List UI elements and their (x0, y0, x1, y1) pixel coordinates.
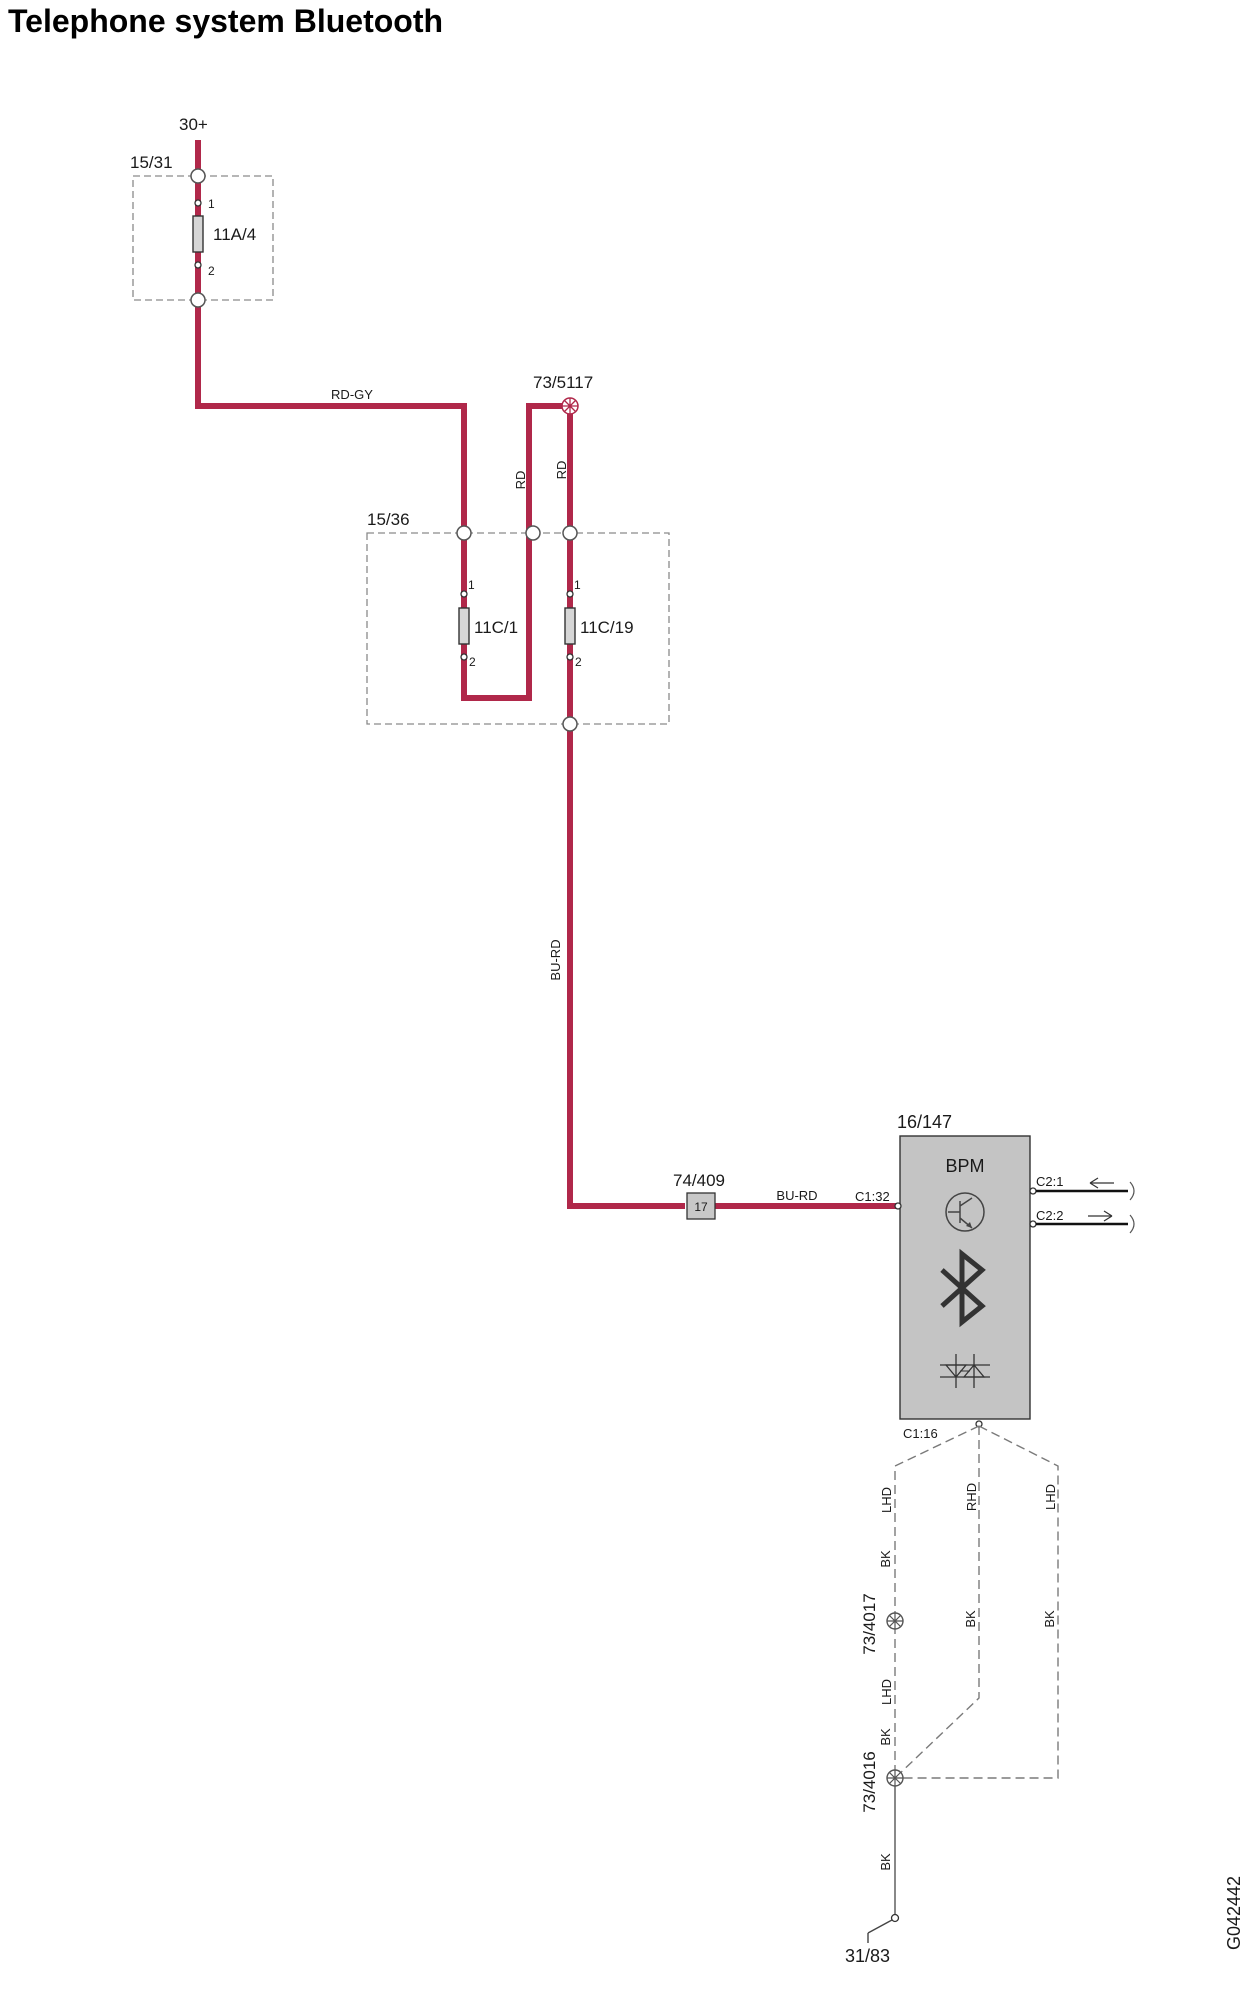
wire-break-icon (1129, 1214, 1135, 1234)
fuse-1-label: 11A/4 (213, 225, 256, 244)
connector-node (525, 525, 541, 541)
fuse-11c19-icon (564, 607, 576, 645)
fuse-11c1-icon (458, 607, 470, 645)
output-arrow-icon (1088, 1210, 1113, 1222)
fuse-pin-1 (566, 590, 574, 598)
ground-point-label: 31/83 (845, 1946, 890, 1966)
wire-break-icon (1129, 1181, 1135, 1201)
connector-pin: 17 (694, 1200, 708, 1214)
label-rhd: RHD (964, 1483, 979, 1511)
wire-label-rd-right: RD (554, 461, 569, 480)
supply-label: 30+ (179, 115, 208, 134)
module-pin-c2-2: C2:2 (1036, 1208, 1063, 1223)
label-bk-5: BK (878, 1853, 893, 1871)
fusebox-15-36 (366, 532, 670, 725)
connector-node (456, 525, 472, 541)
wire-label-bu-rd-horizontal: BU-RD (776, 1188, 817, 1203)
ground-wire-lhd-2 (895, 1425, 1059, 1779)
fusebox-2-id: 15/36 (367, 510, 410, 529)
ground-icon (867, 1919, 893, 1943)
figure-id: G042442 (1224, 1876, 1244, 1950)
fuse-3-pin-in: 1 (574, 578, 581, 592)
connector-74-409 (686, 1192, 716, 1220)
connector-node (562, 525, 578, 541)
input-arrow-icon (1089, 1177, 1114, 1189)
fuse-1-pin-out: 2 (208, 264, 215, 278)
label-lhd-3: LHD (879, 1679, 894, 1705)
fuse-2-label: 11C/1 (474, 618, 518, 637)
connector-node (190, 168, 206, 184)
label-bk-4: BK (878, 1728, 893, 1746)
fuse-pin-1 (460, 590, 468, 598)
transistor-icon (945, 1192, 985, 1232)
fuse-3-pin-out: 2 (575, 655, 582, 669)
label-bk-1: BK (878, 1550, 893, 1568)
fuse-pin-2 (194, 261, 202, 269)
fuse-pin-2 (566, 653, 574, 661)
fuse-1-pin-in: 1 (208, 197, 215, 211)
fusebox-1-id: 15/31 (130, 153, 173, 172)
splice-icon (886, 1769, 904, 1787)
module-pin (1029, 1220, 1037, 1228)
diagram-title: Telephone system Bluetooth (8, 3, 443, 39)
fuse-2-pin-out: 2 (469, 655, 476, 669)
wire-label-rd-left: RD (513, 471, 528, 490)
junction-top-label: 73/5117 (533, 373, 593, 392)
label-lhd-2: LHD (1043, 1484, 1058, 1510)
fuse-11a4-icon (192, 215, 204, 253)
splice-1-label: 73/4017 (860, 1593, 879, 1654)
fuse-2-pin-in: 1 (468, 578, 475, 592)
splice-icon (561, 397, 579, 415)
bpm-module (899, 1135, 1031, 1420)
connector-id: 74/409 (673, 1171, 725, 1190)
connector-node (562, 716, 578, 732)
wire-label-bu-rd-vertical: BU-RD (548, 939, 563, 980)
module-id: 16/147 (897, 1112, 952, 1132)
fuse-3-label: 11C/19 (580, 618, 634, 637)
module-name: BPM (945, 1156, 984, 1176)
diode-pair-icon (940, 1354, 990, 1388)
splice-icon (886, 1612, 904, 1630)
wire-label-rd-gy: RD-GY (331, 387, 373, 402)
module-pin-c1-32: C1:32 (855, 1189, 890, 1204)
module-pin (1029, 1187, 1037, 1195)
ground-connector (890, 1913, 900, 1923)
module-pin-c2-1: C2:1 (1036, 1174, 1063, 1189)
label-bk-3: BK (1042, 1610, 1057, 1628)
label-lhd-1: LHD (879, 1487, 894, 1513)
splice-2-label: 73/4016 (860, 1751, 879, 1812)
ground-wire-rhd (894, 1426, 980, 1779)
fuse-pin-1 (194, 199, 202, 207)
connector-node (190, 292, 206, 308)
label-bk-2: BK (963, 1610, 978, 1628)
supply-wire-path (195, 140, 685, 1209)
bluetooth-icon (940, 1248, 986, 1328)
ground-wire-lhd-1 (894, 1425, 980, 1778)
module-pin-c1-16: C1:16 (903, 1426, 938, 1441)
module-pin (894, 1202, 902, 1210)
fuse-pin-2 (460, 653, 468, 661)
